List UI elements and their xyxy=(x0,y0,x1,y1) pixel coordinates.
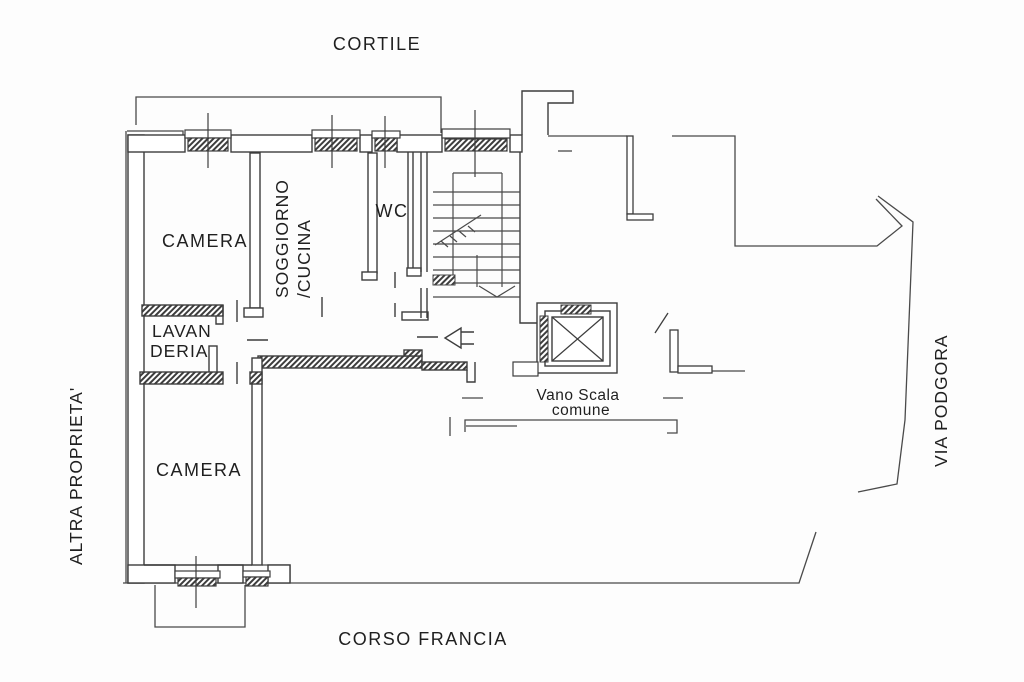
window-stairs-hatch xyxy=(444,138,508,152)
understair-vent-hatch xyxy=(432,274,456,286)
hall-south-wall xyxy=(257,355,423,369)
landing-walls xyxy=(626,135,713,374)
landing-bracket-left-hook xyxy=(464,419,477,432)
elevator-x-mark xyxy=(551,316,604,362)
landing-wall-b-foot xyxy=(677,365,713,374)
label-comune: comune xyxy=(552,402,610,419)
landing-wall-b xyxy=(669,329,679,373)
top-wall-seg5 xyxy=(509,134,523,153)
camera1-door-foot xyxy=(243,307,264,318)
window-soggiorno-hatch xyxy=(314,137,358,152)
stair-rails xyxy=(452,172,503,287)
corso-francia-facade-line xyxy=(123,531,817,584)
courtyard-boundary xyxy=(135,96,442,133)
wc-lower-stub-top xyxy=(406,267,422,277)
hall-south-wall-hook xyxy=(466,362,476,383)
label-wc: WC xyxy=(376,201,409,221)
window-wc-sill xyxy=(371,130,401,139)
camera2-top-wall-right xyxy=(249,371,263,385)
camera1-right-wall xyxy=(249,152,261,309)
wc-lower-stub-bottom xyxy=(401,311,429,321)
label-vano-scala: Vano Scala xyxy=(536,387,619,404)
bottom-wall-seg1 xyxy=(127,564,176,584)
top-wall-seg1 xyxy=(127,134,186,153)
bottom-wall-seg3 xyxy=(267,564,291,584)
window-camera2-sill xyxy=(174,570,221,579)
hall-south-wall-ext xyxy=(421,361,468,371)
labels: CORTILE CAMERA SOGGIORNO /CUCINA WC LAVA… xyxy=(66,34,951,649)
elevator-pit-box xyxy=(512,361,539,377)
top-wall-seg3 xyxy=(359,134,373,153)
elevator-door-hatch xyxy=(560,304,592,315)
window-camera2-hatch xyxy=(177,577,217,587)
lavanderia-top-wall xyxy=(141,304,224,317)
label-cortile: CORTILE xyxy=(333,34,421,54)
hall-south-wall-notch xyxy=(403,349,423,357)
wc-right-wall xyxy=(407,152,414,268)
landing-bracket-right-hook xyxy=(663,419,678,434)
window-soggiorno-sill xyxy=(311,129,361,139)
balcony-outline xyxy=(154,585,246,628)
stair-break-ticks xyxy=(440,225,476,248)
hall-right-wall xyxy=(251,357,263,566)
entrance-arrow-lines xyxy=(461,331,474,345)
entrance-arrow xyxy=(417,326,474,350)
stairwell-top-notch xyxy=(521,90,574,135)
label-lavanderia-1: LAVAN xyxy=(152,321,212,341)
common-wall-line-b xyxy=(672,135,903,247)
stairwell-right-wall xyxy=(519,152,537,324)
via-podgora-boundary xyxy=(857,195,914,493)
landing-door-swing xyxy=(654,312,669,334)
entrance-arrow-triangle xyxy=(443,326,462,350)
label-via-podgora: VIA PODGORA xyxy=(931,334,951,467)
stairwell-left-wall xyxy=(420,152,428,318)
window-wc-hatch xyxy=(374,137,398,152)
label-camera-bottom: CAMERA xyxy=(156,460,242,480)
left-exterior-wall xyxy=(127,134,145,584)
elevator-side-hatch xyxy=(539,315,549,363)
label-cucina: /CUCINA xyxy=(294,219,314,298)
stair-direction-arrow xyxy=(478,285,516,298)
staircase xyxy=(432,172,520,298)
site-boundary-lines xyxy=(123,96,914,628)
label-corso-francia: CORSO FRANCIA xyxy=(338,629,508,649)
soggiorno-wall-foot xyxy=(361,271,378,281)
stair-break-line xyxy=(434,214,482,246)
label-soggiorno: SOGGIORNO xyxy=(272,179,292,298)
windows xyxy=(174,110,511,608)
label-camera-top: CAMERA xyxy=(162,231,248,251)
walls xyxy=(127,90,574,584)
bottom-wall-seg2 xyxy=(217,564,244,584)
top-wall-seg4 xyxy=(396,134,443,153)
landing-wall-foot xyxy=(626,213,654,221)
lavanderia-top-hook xyxy=(215,305,224,325)
camera2-top-wall xyxy=(139,371,224,385)
elevator-cabin xyxy=(551,316,604,362)
window-small-hatch xyxy=(245,576,269,587)
window-small-sill xyxy=(242,570,271,578)
label-altra-proprieta: ALTRA PROPRIETA' xyxy=(66,387,86,565)
top-wall-seg2 xyxy=(230,134,313,153)
window-stairs-sill xyxy=(441,128,511,139)
label-lavanderia-2: DERIA xyxy=(150,341,208,361)
elevator xyxy=(512,302,618,377)
landing-wall-band xyxy=(626,135,634,215)
